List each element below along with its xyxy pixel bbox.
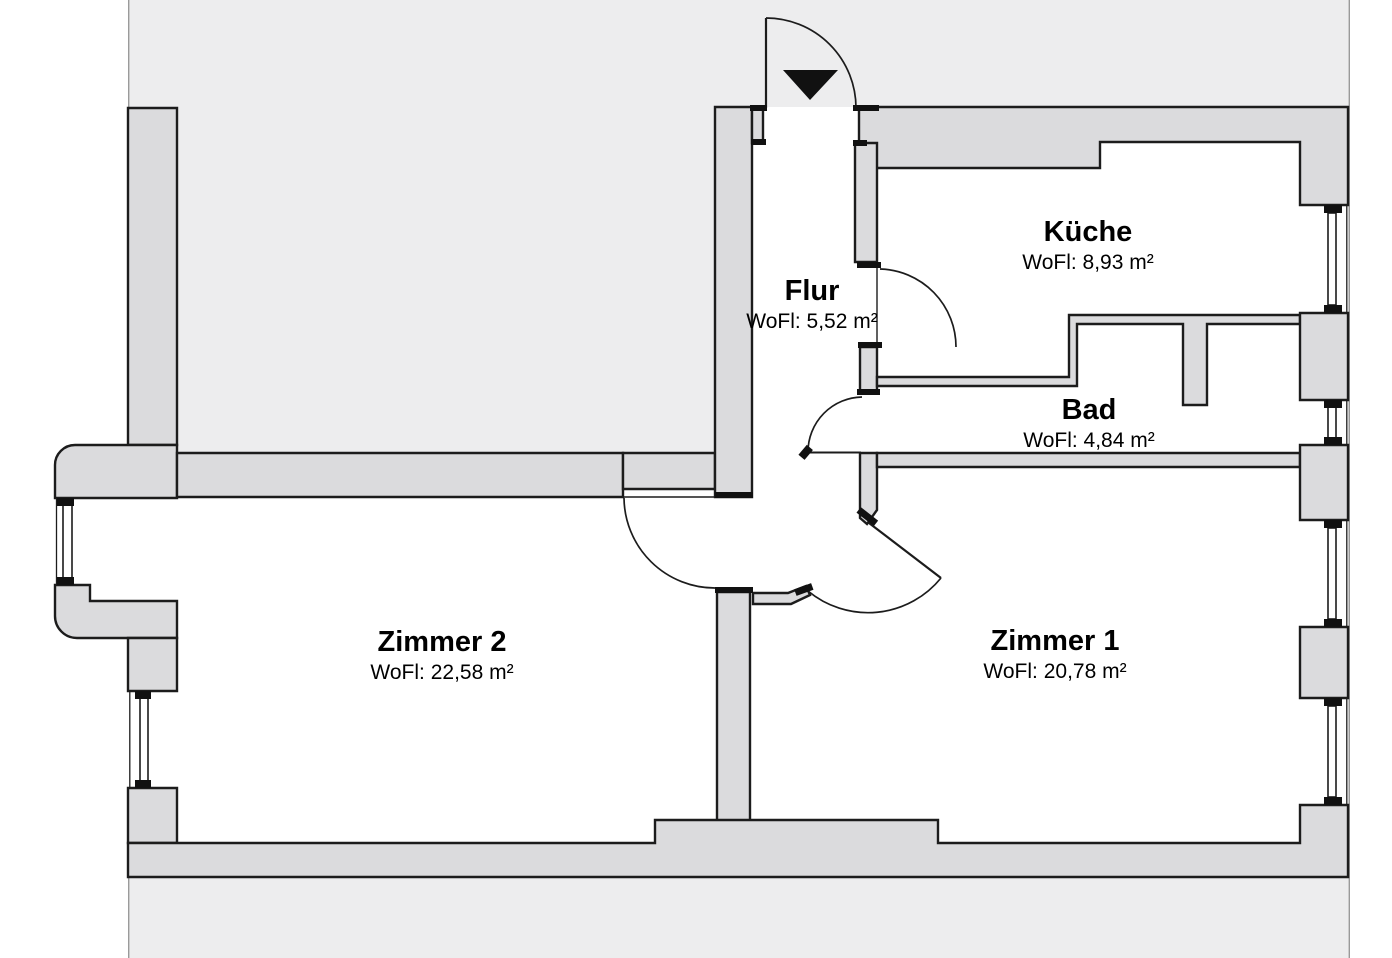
zimmer1-door [794,507,942,614]
room-area: WoFl: 20,78 m² [983,660,1127,684]
walls [53,105,1350,879]
kueche-door [857,262,957,348]
room-name: Zimmer 2 [377,626,507,658]
room-label-bad: Bad WoFl: 4,84 m² [1023,395,1154,454]
room-name: Küche [1043,216,1133,248]
window-left-zimmer2 [129,691,151,788]
window-zimmer1-lower [1324,698,1348,805]
room-label-zimmer1: Zimmer 1 WoFl: 20,78 m² [983,626,1126,685]
windows [55,205,1348,805]
room-floors [55,107,1348,877]
room-name: Bad [1061,394,1117,426]
window-bay-zimmer2 [55,498,74,585]
room-area: WoFl: 5,52 m² [746,310,878,334]
room-label-flur: Flur WoFl: 5,52 m² [746,276,877,335]
room-area: WoFl: 4,84 m² [1023,429,1155,453]
window-bad [1324,400,1348,445]
bad-door [798,389,880,460]
room-label-kueche: Küche WoFl: 8,93 m² [1022,217,1153,276]
window-kueche [1324,205,1348,313]
window-zimmer1-upper [1324,520,1348,627]
doors [623,17,957,614]
room-name: Flur [784,275,840,307]
zimmer2-door [623,492,753,593]
room-label-zimmer2: Zimmer 2 WoFl: 22,58 m² [370,627,513,686]
room-area: WoFl: 8,93 m² [1022,251,1154,275]
room-area: WoFl: 22,58 m² [370,661,514,685]
entrance-door [750,17,879,146]
entrance-arrow-icon [783,70,838,100]
room-name: Zimmer 1 [990,625,1120,657]
